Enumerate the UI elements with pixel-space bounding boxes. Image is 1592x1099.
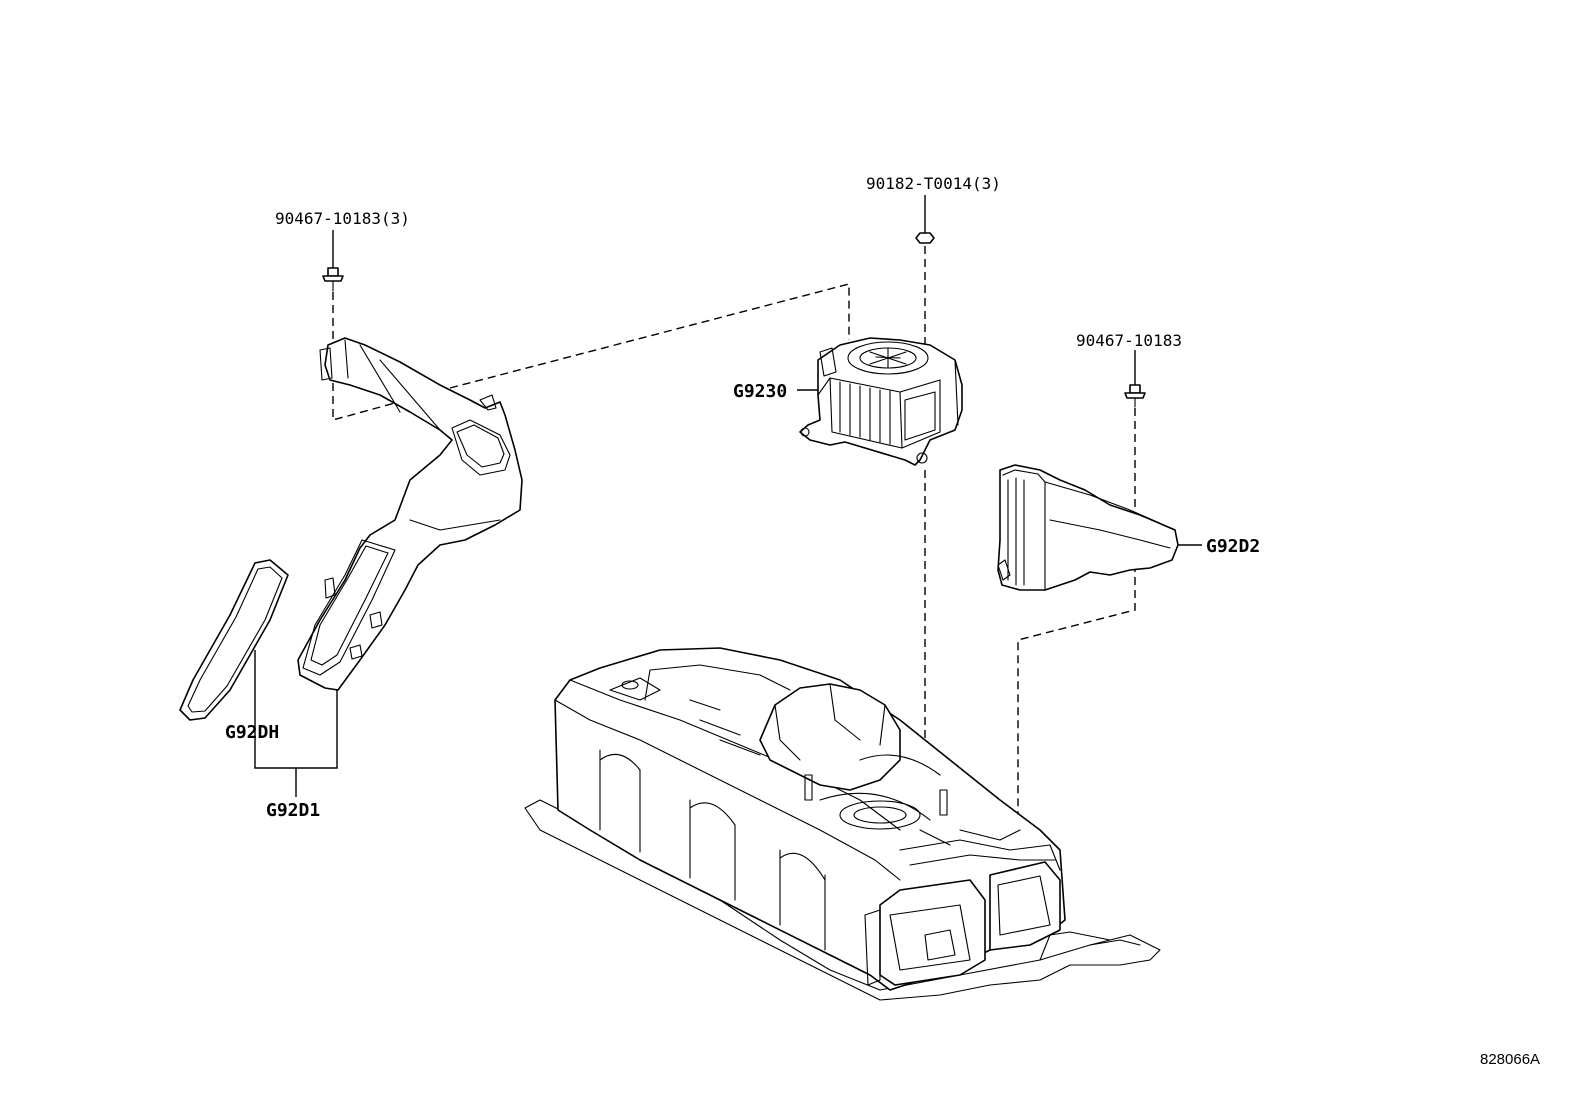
install-lines xyxy=(332,246,1136,820)
label-bolt-right: 90467-10183 xyxy=(1076,331,1182,350)
label-nut-center: 90182-T0014(3) xyxy=(866,174,1001,193)
label-blower: G9230 xyxy=(733,381,787,402)
bolt-left-icon[interactable] xyxy=(322,267,344,292)
figure-reference: 828066A xyxy=(1480,1051,1540,1068)
label-duct-left: G92D1 xyxy=(266,800,320,821)
nut-center-icon[interactable] xyxy=(915,232,935,244)
blower-part[interactable] xyxy=(799,337,963,466)
duct-right-part[interactable] xyxy=(997,464,1179,591)
duct-left-part[interactable] xyxy=(297,337,523,691)
label-gasket: G92DH xyxy=(225,722,279,743)
label-bolt-left: 90467-10183(3) xyxy=(275,209,410,228)
battery-assembly-part xyxy=(524,647,1161,1001)
leader-lines xyxy=(254,195,1202,797)
label-duct-right: G92D2 xyxy=(1206,536,1260,557)
gasket-part[interactable] xyxy=(179,559,289,721)
bolt-right-icon[interactable] xyxy=(1124,384,1146,408)
